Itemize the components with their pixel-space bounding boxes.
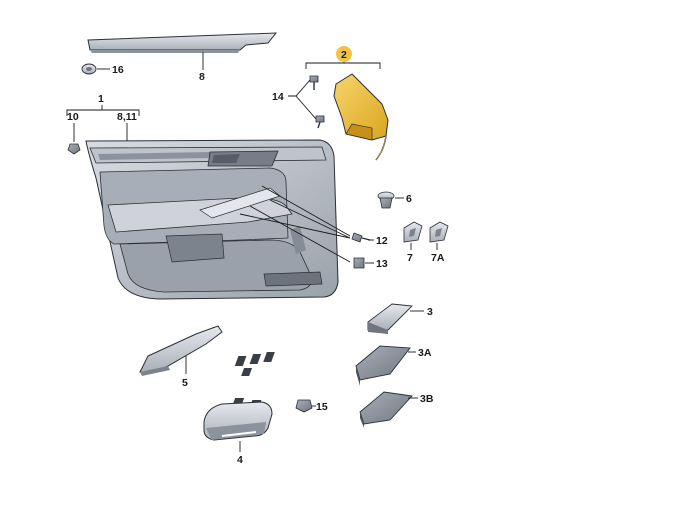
part-5-trim-strip bbox=[139, 325, 223, 376]
part-16-washer bbox=[81, 63, 97, 75]
part-4-pull-handle bbox=[203, 401, 273, 441]
label-13: 13 bbox=[376, 258, 388, 270]
label-3a: 3A bbox=[418, 347, 432, 359]
part-15-clip bbox=[295, 399, 313, 413]
bracket-1: 1 10 8,11 bbox=[66, 93, 140, 142]
label-12: 12 bbox=[376, 235, 388, 247]
label-16: 16 bbox=[112, 64, 124, 76]
part-8-trim-strip bbox=[87, 32, 278, 53]
part-1-door-trim-panel bbox=[85, 139, 339, 300]
label-1: 1 bbox=[98, 93, 104, 105]
part-3-switch-cover bbox=[367, 303, 413, 334]
leader-14 bbox=[288, 79, 317, 120]
part-6-clip bbox=[377, 191, 395, 209]
label-5: 5 bbox=[182, 377, 188, 389]
label-10: 10 bbox=[67, 111, 79, 123]
label-7: 7 bbox=[407, 252, 413, 264]
label-14: 14 bbox=[272, 91, 284, 103]
label-2: 2 bbox=[341, 49, 347, 61]
label-8: 8 bbox=[199, 71, 205, 83]
part-2-mirror-trim-cover bbox=[333, 73, 389, 161]
fastener-guide-lines bbox=[239, 185, 351, 263]
label-7a: 7A bbox=[431, 252, 445, 264]
part-13-clip bbox=[353, 257, 365, 269]
label-4: 4 bbox=[237, 454, 243, 466]
label-15: 15 bbox=[316, 401, 328, 413]
label-3: 3 bbox=[427, 306, 433, 318]
label-2-highlight bbox=[336, 46, 352, 62]
label-3b: 3B bbox=[420, 393, 434, 405]
part-3a-window-switch bbox=[234, 345, 411, 386]
part-12-screw bbox=[351, 232, 371, 243]
part-7-button bbox=[403, 221, 423, 243]
bracket-2: 2 bbox=[305, 46, 381, 69]
part-14-screws bbox=[309, 75, 325, 129]
label-8-11: 8,11 bbox=[117, 111, 137, 123]
part-10-clip bbox=[67, 143, 81, 155]
part-7a-button bbox=[429, 221, 449, 243]
label-6: 6 bbox=[406, 193, 412, 205]
